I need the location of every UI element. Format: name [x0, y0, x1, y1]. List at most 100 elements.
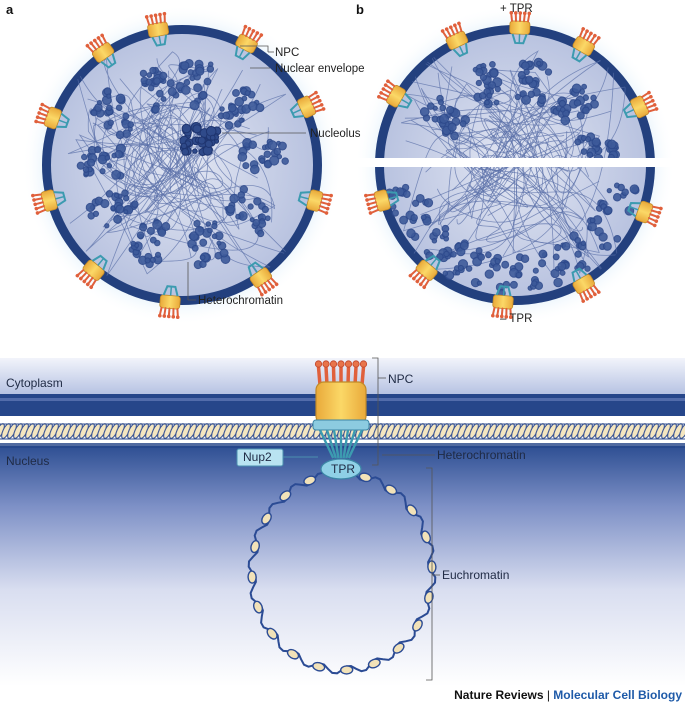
chromatin-loop — [103, 87, 112, 96]
filament-tip — [344, 360, 353, 368]
npc-label: NPC — [275, 47, 299, 59]
nucleosome — [679, 423, 685, 439]
cytoplasmic-filament — [35, 201, 44, 206]
npc — [234, 24, 264, 61]
heterochromatin-label: Heterochromatin — [198, 295, 283, 307]
basket-strand — [292, 108, 302, 115]
filament-tip — [440, 29, 445, 33]
cytoplasmic-filament — [510, 12, 514, 22]
chromatin-loop — [183, 79, 191, 86]
chromatin-loop — [494, 258, 501, 265]
basket-strand — [97, 257, 105, 266]
chromatin-loop — [82, 166, 90, 173]
cytoplasmic-filament — [380, 92, 390, 98]
nucleosome — [303, 475, 317, 486]
filament-tip — [359, 360, 368, 368]
chromatin-loop — [419, 107, 430, 117]
filament-tip — [34, 206, 39, 211]
filament-tip — [144, 15, 149, 19]
euchromatin-bracket — [426, 467, 433, 681]
nucleosome — [247, 570, 257, 584]
cytoplasmic-filament — [90, 279, 97, 288]
cytoplasmic-filament — [514, 12, 518, 22]
filament-tip — [504, 315, 509, 319]
heterochromatin-cluster — [139, 66, 180, 114]
cytoplasmic-filament — [313, 104, 322, 109]
chromatin-loop — [115, 130, 125, 140]
cytoplasmic-filament — [641, 92, 650, 98]
panel-b-label: b — [356, 2, 364, 17]
chromatin-loop — [123, 209, 129, 215]
cytoplasmic-filament — [252, 32, 258, 41]
cytoplasmic-filament — [378, 96, 388, 101]
chromatin-loop — [455, 270, 461, 276]
chromatin-loop — [544, 68, 553, 76]
filament-tip — [33, 202, 37, 207]
filament-tip — [585, 29, 589, 33]
chromatin-loop — [521, 94, 532, 105]
filament-tip — [316, 94, 320, 99]
cytoplasmic-filament — [159, 14, 162, 24]
heterochromatin-cluster — [187, 219, 231, 270]
chromatin-loop — [130, 240, 137, 247]
cytoplasmic-filament — [442, 30, 448, 39]
filament-tip — [271, 285, 275, 289]
filament-tip — [35, 115, 40, 120]
filament-tip — [518, 11, 523, 15]
chromatin-loop — [261, 205, 269, 214]
chromatin-loop — [443, 250, 450, 258]
nucleolus-loop — [197, 136, 206, 145]
chromatin-loop — [216, 240, 222, 246]
filament-tip — [368, 211, 373, 215]
cytoplasmic-filament — [248, 30, 254, 39]
chromatin-loop — [391, 209, 399, 217]
nuclear-ring — [312, 419, 370, 431]
nuclear-basket — [397, 92, 413, 109]
chromatin-loop — [219, 248, 229, 258]
cytoplasmic-filament — [77, 269, 85, 276]
basket-strand — [58, 119, 68, 124]
filament-tip — [657, 210, 662, 215]
basket-strand — [318, 429, 335, 459]
chromatin-loop — [149, 66, 157, 75]
chromatin-loop — [439, 104, 447, 112]
cytoplasmic-filament — [646, 220, 655, 227]
chromatin-loop — [235, 213, 241, 220]
chromatin-loop — [437, 99, 445, 106]
heterochromatin-cluster — [472, 61, 503, 109]
basket-strand — [251, 264, 258, 273]
chromatin-thread — [87, 98, 271, 268]
chromatin-loop — [224, 121, 234, 130]
cytoplasmic-filament — [642, 96, 651, 102]
chromatin-loop — [484, 269, 494, 279]
chromatin-loop — [432, 227, 441, 237]
filament-tip — [649, 94, 653, 99]
chromatin-loop — [603, 206, 613, 215]
nuclear-basket — [162, 285, 179, 297]
filament-tip — [260, 292, 264, 297]
cytoplasmic-filament — [255, 34, 262, 43]
filament-tip — [589, 31, 593, 36]
chromatin-loop — [557, 261, 567, 271]
chromatin-loop — [149, 256, 156, 264]
cytoplasmic-filament — [311, 100, 320, 106]
nucleus-region — [0, 446, 685, 686]
cytoplasmic-filament — [586, 288, 592, 297]
filament-tip — [175, 315, 180, 320]
chromatin-loop — [574, 138, 582, 146]
npc — [75, 254, 108, 290]
cytoplasmic-filament — [370, 208, 379, 214]
cytoplasmic-filament — [86, 45, 94, 53]
nucleosome — [392, 642, 405, 654]
nucleolus-loop — [181, 123, 192, 134]
chromatin-loop — [106, 163, 113, 169]
cytoplasmic-filament — [589, 286, 596, 295]
pore-body — [492, 294, 514, 310]
chromatin-loop — [151, 105, 160, 114]
chromatin-thread — [445, 146, 618, 256]
euchromatin-label: Euchromatin — [442, 568, 509, 582]
heterochromatin-cluster — [419, 94, 471, 141]
chromatin-loop — [586, 151, 594, 159]
chromatin-loop — [227, 103, 237, 113]
chromatin-loop — [113, 214, 123, 224]
